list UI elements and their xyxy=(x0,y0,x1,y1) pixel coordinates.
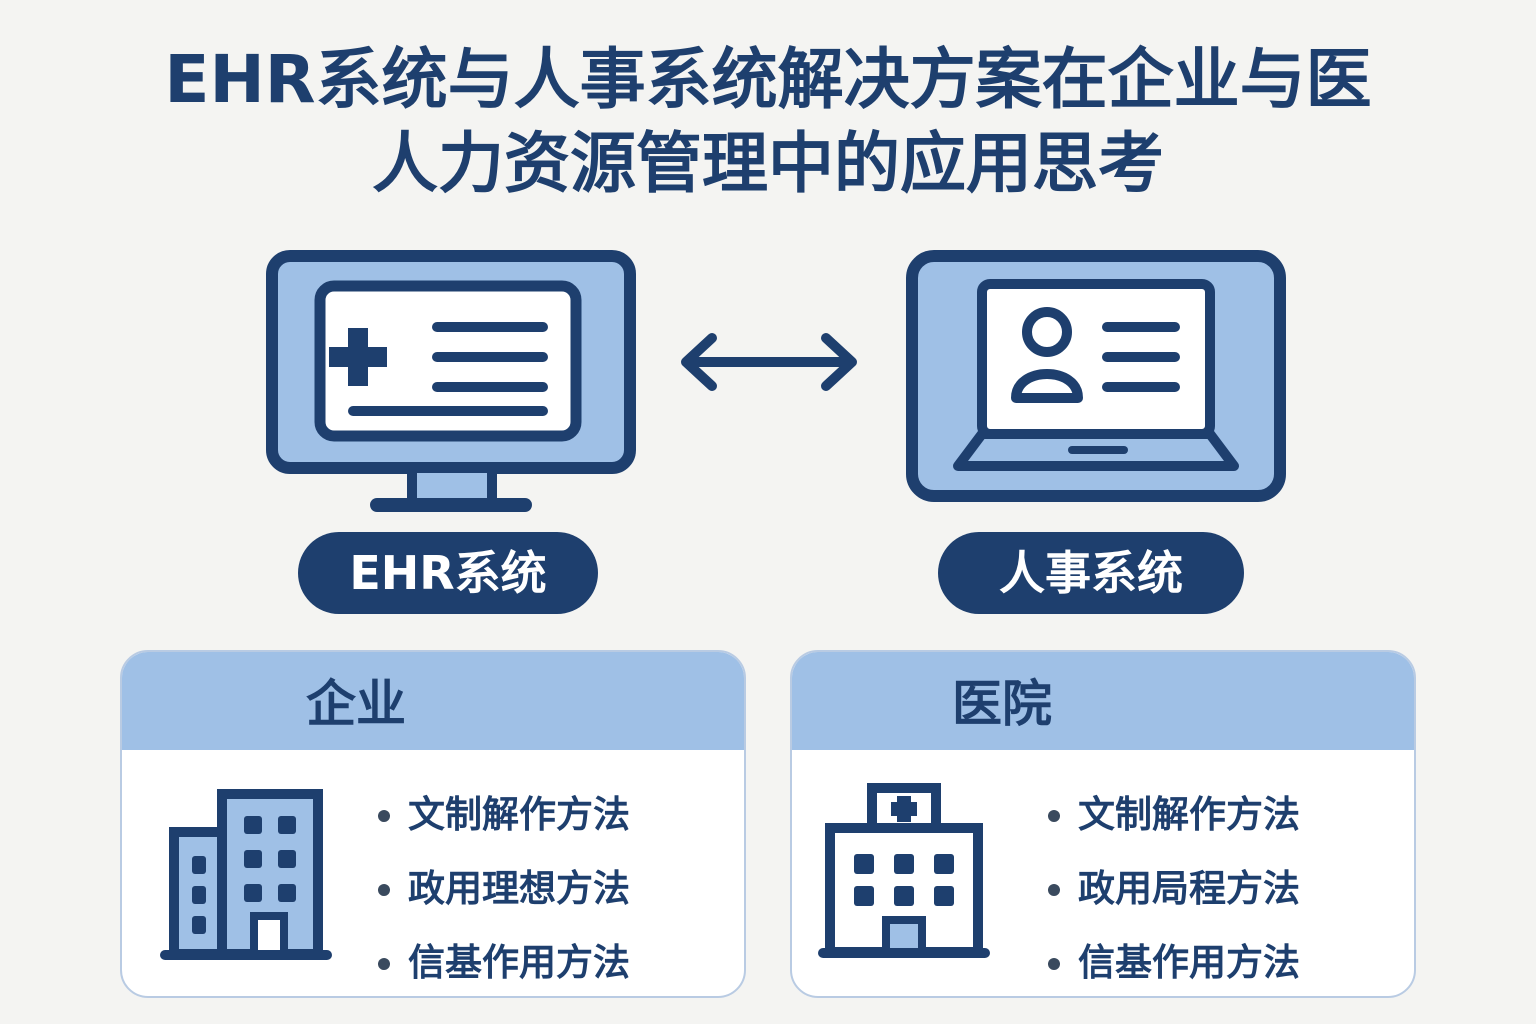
page-title-line-1: EHR系统与人事系统解决方案在企业与医 xyxy=(164,41,1372,118)
list-item: 信基作用方法 xyxy=(1048,926,1300,996)
bullet-icon xyxy=(378,958,390,970)
bullet-icon xyxy=(1048,884,1060,896)
hospital-method-list: 文制解作方法 政用局程方法 信基作用方法 xyxy=(1048,778,1300,996)
double-arrow-icon xyxy=(676,330,862,398)
enterprise-card: 企业 文制解作方法 政用理想方法 信基作用方法 xyxy=(120,650,746,998)
list-item: 信基作用方法 xyxy=(378,926,630,996)
hospital-card: 医院 文制解作方法 政用局程方法 信基作用方法 xyxy=(790,650,1416,998)
enterprise-method-list: 文制解作方法 政用理想方法 信基作用方法 xyxy=(378,778,630,996)
bullet-icon xyxy=(1048,958,1060,970)
hospital-card-title: 医院 xyxy=(792,652,1414,750)
ehr-system-label: EHR系统 xyxy=(298,532,598,614)
bullet-icon xyxy=(1048,810,1060,822)
page-title-line-2: 人力资源管理中的应用思考 xyxy=(372,125,1164,202)
list-item: 政用局程方法 xyxy=(1048,852,1300,926)
list-item: 文制解作方法 xyxy=(378,778,630,852)
office-building-icon xyxy=(158,786,334,966)
enterprise-card-title: 企业 xyxy=(122,652,744,750)
bullet-icon xyxy=(378,884,390,896)
list-item: 政用理想方法 xyxy=(378,852,630,926)
monitor-medical-record-icon xyxy=(266,250,636,520)
list-item: 文制解作方法 xyxy=(1048,778,1300,852)
hr-system-label: 人事系统 xyxy=(938,532,1244,614)
page-title: EHR系统与人事系统解决方案在企业与医 人力资源管理中的应用思考 xyxy=(0,38,1536,206)
hospital-building-icon xyxy=(816,782,992,966)
laptop-employee-profile-icon xyxy=(906,250,1286,506)
bullet-icon xyxy=(378,810,390,822)
